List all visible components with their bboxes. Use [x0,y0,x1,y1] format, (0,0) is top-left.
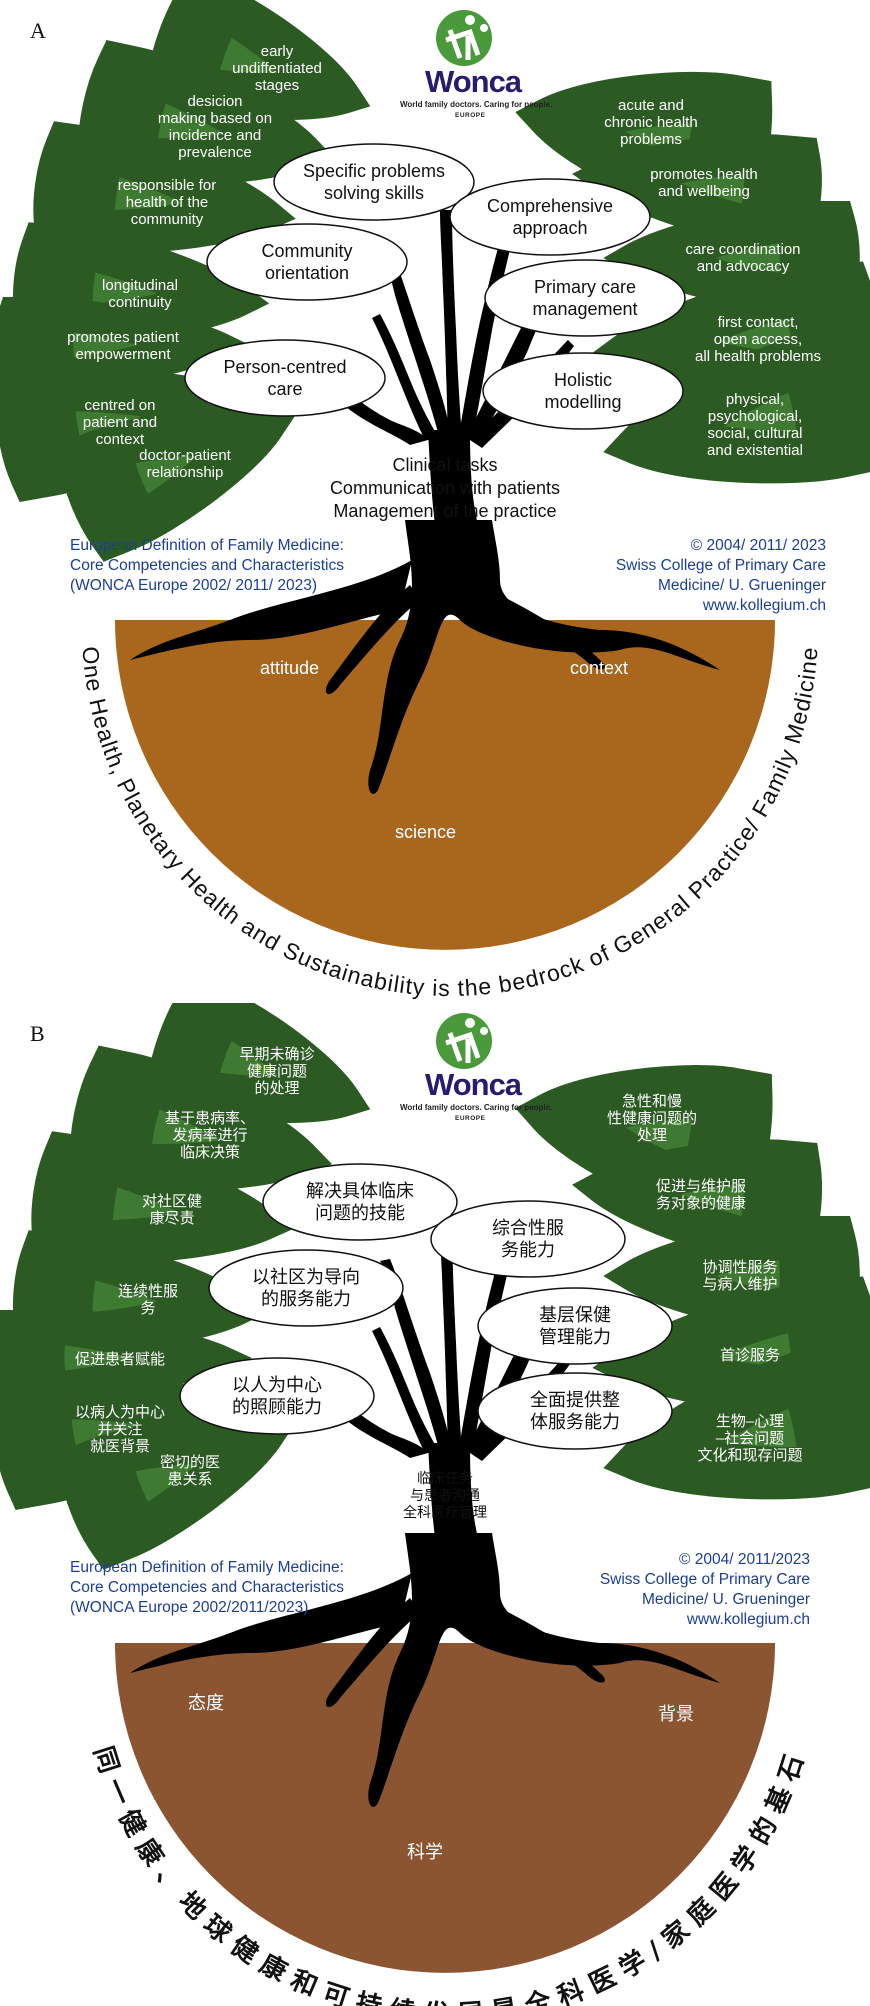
leaf-centred-patient: 以病人为中心并关注就医背景 [74,1403,165,1455]
clinical-tasks-text: 临床任务与患者沟通全科医疗管理 [403,1470,487,1520]
wonca-logo-mark-b [436,1013,492,1069]
wonca-wordmark: Wonca [425,1067,522,1102]
leaf-promotes-health: 促进与维护服务对象的健康 [655,1178,746,1212]
soil-science: 科学 [407,1842,443,1862]
wonca-wordmark: Wonca [425,64,522,99]
wonca-region: EUROPE [455,112,486,119]
leaf-decision-making: 基于患病率、发病率进行临床决策 [164,1109,255,1161]
ellipse-comprehensive: 综合性服务能力 [492,1218,564,1260]
ellipse-shape [449,178,651,256]
leaf-empowerment: 促进患者赋能 [74,1350,165,1368]
soil-science: science [395,822,457,842]
leaf-responsible-community: 对社区健康尽责 [141,1193,202,1227]
panel-letter: B [30,1021,45,1046]
soil-attitude: 态度 [188,1693,224,1713]
ellipse-shape [206,223,408,301]
leaf-first-contact: first contact,open access,all health pro… [695,313,821,365]
ellipse-shape [273,143,475,221]
tree-a-graphic: One Health, Planetary Health and Sustain… [0,0,870,1000]
leaf-relationship: 密切的医患关系 [159,1454,220,1488]
ellipse-shape [208,1249,404,1327]
ellipse-shape [262,1163,458,1241]
ellipse-shape [482,352,684,430]
ellipses-b [179,1163,673,1450]
soil-context: context [570,658,629,678]
left-credit: European Definition of Family Medicine:C… [70,1559,344,1616]
leaf-acute-chronic: 急性和慢性健康问题的处理 [606,1092,697,1144]
wonca-region: EUROPE [455,1115,486,1122]
ellipse-shape [477,1372,673,1450]
ellipses-a [184,143,686,430]
wonca-tagline: World family doctors. Caring for people. [400,1103,553,1112]
leaf-first-contact: 首诊服务 [719,1346,780,1364]
ellipse-shape [430,1200,626,1278]
panel-a: One Health, Planetary Health and Sustain… [0,0,870,1000]
soil-context: 背景 [658,1704,694,1724]
soil-b [115,1643,775,1973]
ellipse-holistic: 全面提供整体服务能力 [530,1390,620,1432]
soil-a [115,620,775,950]
wonca-tagline: World family doctors. Caring for people. [400,100,553,109]
leaf-physical-psychological: 生物–心理–社会问题文化和现存问题 [697,1412,803,1464]
ellipse-primary-care: 基层保健管理能力 [539,1305,611,1347]
ellipse-shape [184,339,386,417]
trunk-b [130,1223,720,1807]
wonca-logo-mark [436,10,492,66]
ellipse-shape [179,1357,375,1435]
soil-attitude: attitude [260,658,320,678]
ellipse-specific-problems: 解决具体临床问题的技能 [306,1181,414,1223]
leaf-longitudinal: 连续性服务 [117,1283,178,1317]
ellipse-community: 以社区为导向的服务能力 [252,1267,360,1309]
ellipse-shape [484,259,686,337]
left-credit: European Definition of Family Medicine:C… [70,537,344,594]
tree-b-graphic: 同一健康、地球健康和可持续发展是全科医学/家庭医学的基石 [0,1003,870,2006]
panel-b: 同一健康、地球健康和可持续发展是全科医学/家庭医学的基石 B Wonca Wor… [0,1003,870,2006]
panel-letter: A [30,18,46,43]
leaf-early-stages: 早期未确诊健康问题的处理 [239,1045,315,1097]
leaf-coordination: 协调性服务与病人维护 [702,1259,778,1293]
ellipse-shape [477,1287,673,1365]
ellipse-person-centred: 以人为中心的照顾能力 [232,1375,322,1417]
